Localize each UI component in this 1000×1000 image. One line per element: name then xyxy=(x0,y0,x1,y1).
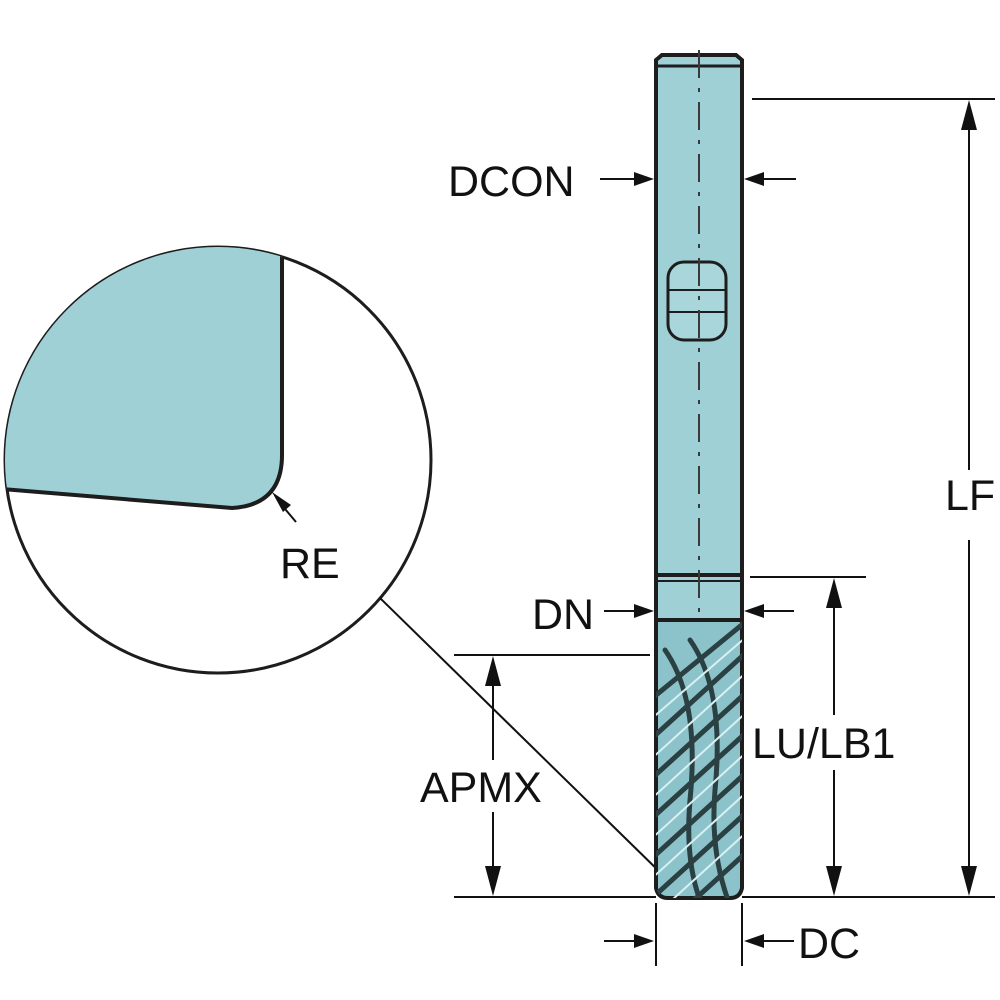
detail-leader-line xyxy=(379,597,669,881)
lu-lb1-dimension: LU/LB1 xyxy=(750,576,895,896)
weldon-flat xyxy=(666,260,728,342)
re-label: RE xyxy=(280,540,340,588)
dcon-dimension: DCON xyxy=(448,158,796,206)
flute-helix-pattern xyxy=(656,620,742,898)
end-mill-tool xyxy=(654,50,744,900)
detail-circle-group: RE xyxy=(3,245,669,881)
lu-lb1-label: LU/LB1 xyxy=(752,720,895,768)
lf-dimension: LF xyxy=(742,98,995,898)
dn-label: DN xyxy=(532,591,594,639)
dc-dimension: DC xyxy=(604,903,860,968)
apmx-dimension: APMX xyxy=(420,654,656,898)
dcon-label: DCON xyxy=(448,158,575,206)
dn-dimension: DN xyxy=(532,591,794,639)
detail-corner-shape xyxy=(5,247,284,511)
lf-label: LF xyxy=(945,472,995,520)
apmx-label: APMX xyxy=(420,764,542,812)
re-arrowhead xyxy=(272,492,291,512)
dc-label: DC xyxy=(798,920,860,968)
